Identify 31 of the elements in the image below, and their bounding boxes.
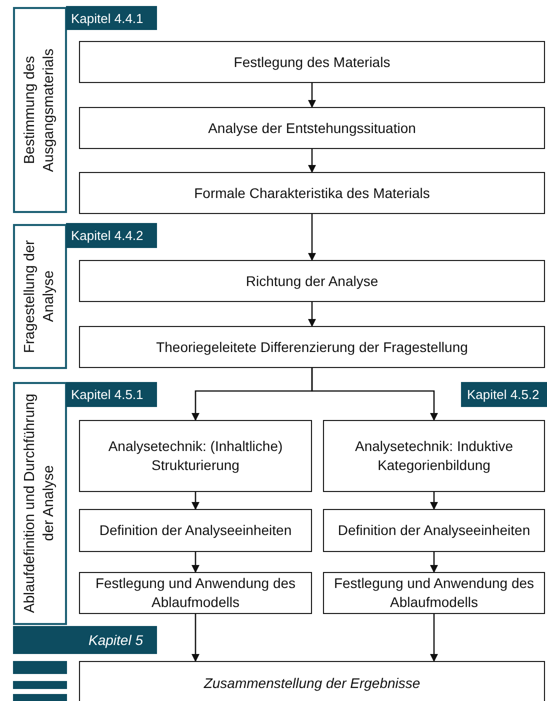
chapter-tab: Kapitel 4.5.1: [66, 382, 157, 407]
chapter-band: Kapitel 5: [13, 626, 157, 654]
process-box: Analyse der Entstehungssituation: [79, 107, 545, 149]
process-box: Festlegung und Anwendung des Ablaufmodells: [323, 572, 545, 614]
chapter-tab: Kapitel 4.5.2: [461, 382, 547, 407]
arrow: [430, 552, 438, 573]
process-box: Definition der Analyseeinheiten: [323, 509, 545, 552]
process-box: Analysetechnik: (Inhaltliche) Strukturierung: [79, 420, 312, 492]
chapter-tab: Kapitel 4.4.2: [66, 223, 157, 248]
arrow: [311, 368, 438, 421]
process-box: Analysetechnik: Induktive Kategorienbildung: [323, 420, 545, 492]
process-box: Formale Charakteristika des Materials: [79, 172, 545, 214]
section-band: Fragestellung der Analyse: [13, 224, 67, 369]
process-box: Theoriegeleitete Differenzierung der Fragestellung: [79, 326, 545, 368]
chapter-tab: Kapitel 4.4.1: [66, 6, 157, 30]
process-box: Definition der Analyseeinheiten: [79, 509, 312, 552]
arrow: [192, 614, 200, 662]
section-band: Bestimmung des Ausgangsmaterials: [13, 7, 67, 213]
arrow: [308, 302, 316, 327]
arrow: [192, 492, 200, 510]
process-box: Festlegung des Materials: [79, 41, 545, 83]
section-band: Ablaufdefinition und Durchführung der Analyse: [13, 382, 67, 625]
arrow: [430, 492, 438, 510]
result-box: Zusammenstellung der Ergebnisse: [79, 661, 545, 701]
arrow: [308, 214, 316, 261]
process-box: Festlegung und Anwendung des Ablaufmodells: [79, 572, 312, 614]
arrow: [192, 552, 200, 573]
arrow: [430, 614, 438, 662]
arrow: [308, 83, 316, 108]
process-box: Richtung der Analyse: [79, 260, 545, 302]
arrow: [308, 149, 316, 173]
